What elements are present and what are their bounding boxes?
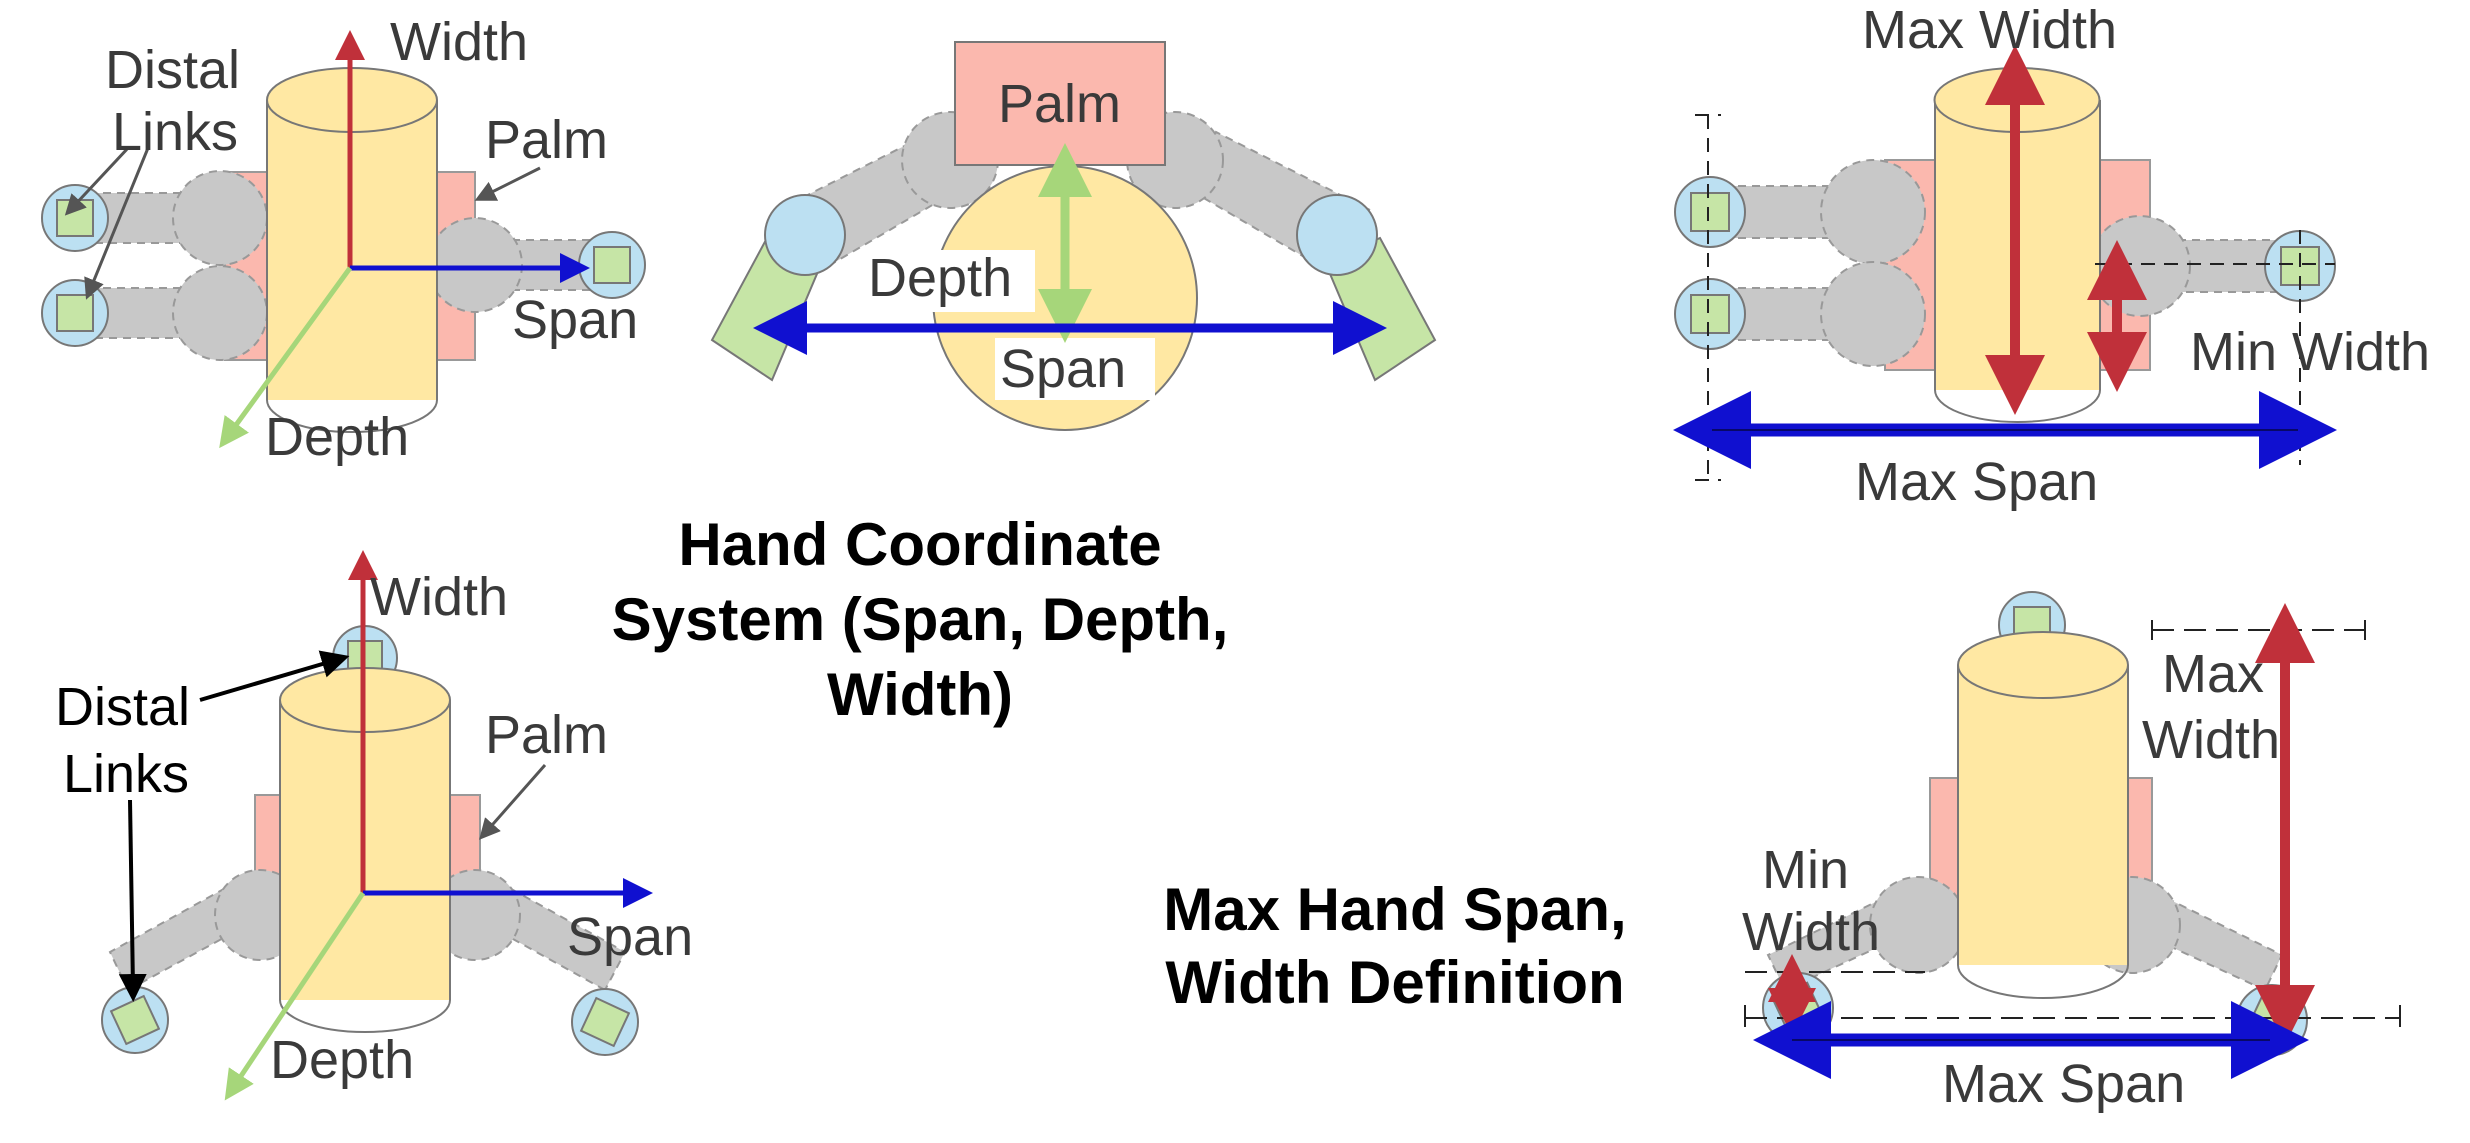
object-cylinder — [1957, 631, 2129, 999]
label-span: Span — [1000, 339, 1126, 399]
label-palm: Palm — [485, 705, 608, 765]
label-width: Width — [390, 12, 528, 72]
title-coordinate-system: Hand Coordinate System (Span, Depth, Wid… — [612, 511, 1229, 728]
panel-top-left: Width Distal Links Palm Span Depth — [41, 12, 646, 467]
title-line: Width) — [827, 661, 1013, 728]
distal-links-pointer — [199, 650, 350, 702]
label-width: Width — [2142, 710, 2280, 770]
label-depth: Depth — [265, 407, 409, 467]
palm-pointer — [479, 764, 547, 840]
label-max-span: Max Span — [1942, 1054, 2185, 1114]
label-span: Span — [512, 290, 638, 350]
distal-links-pointer — [118, 799, 147, 1002]
finger-link — [41, 265, 268, 361]
panel-bottom-right: Max Width Min Width Max Span — [1742, 591, 2401, 1114]
distal-links-pointer — [64, 146, 130, 216]
finger-link — [1674, 159, 1926, 265]
title-max-span-width: Max Hand Span, Width Definition — [1163, 876, 1626, 1016]
label-max: Max — [2162, 644, 2264, 704]
label-palm: Palm — [998, 74, 1121, 134]
label-width: Width — [370, 567, 508, 627]
object-cylinder — [279, 667, 451, 1033]
label-min-width: Min Width — [2190, 322, 2430, 382]
panel-top-center: Palm Depth Span — [710, 41, 1437, 431]
label-distal: Distal — [55, 677, 190, 737]
title-line: Width Definition — [1165, 949, 1624, 1016]
title-line: System (Span, Depth, — [612, 586, 1229, 653]
label-links: Links — [112, 102, 238, 162]
label-palm: Palm — [485, 110, 608, 170]
finger-link — [2089, 215, 2336, 317]
title-line: Max Hand Span, — [1163, 876, 1626, 943]
title-line: Hand Coordinate — [678, 511, 1161, 578]
label-max-width: Max Width — [1862, 0, 2117, 60]
label-links: Links — [63, 744, 189, 804]
label-distal: Distal — [105, 40, 240, 100]
finger-link — [41, 170, 268, 266]
palm-pointer — [474, 166, 541, 201]
label-depth: Depth — [868, 248, 1012, 308]
label-max-span: Max Span — [1855, 452, 2098, 512]
depth-axis-arrow — [219, 266, 353, 449]
finger-link — [1674, 261, 1926, 367]
distal-links-pointer — [84, 147, 150, 300]
label-min: Min — [1762, 840, 1849, 900]
panel-bottom-left: Width Distal Links Palm Span Depth — [55, 550, 693, 1101]
label-depth: Depth — [270, 1030, 414, 1090]
label-span: Span — [567, 907, 693, 967]
label-width: Width — [1742, 902, 1880, 962]
depth-axis-arrow — [224, 891, 366, 1101]
panel-top-right: Max Width Min Width Max Span — [1673, 0, 2430, 512]
